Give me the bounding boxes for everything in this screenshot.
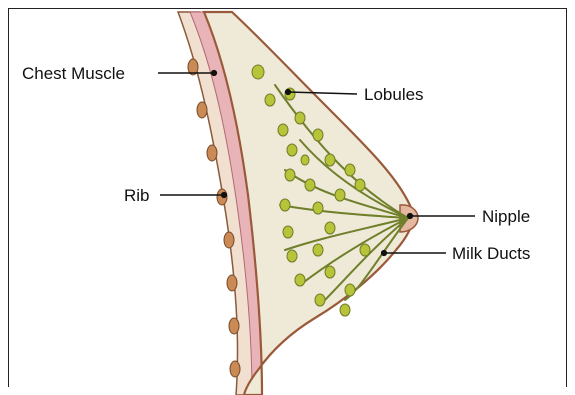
rib (230, 361, 240, 377)
label-milk-ducts: Milk Ducts (452, 245, 530, 262)
rib (207, 145, 217, 161)
rib (227, 275, 237, 291)
label-chest-muscle: Chest Muscle (22, 65, 125, 82)
label-nipple: Nipple (482, 208, 530, 225)
label-rib: Rib (124, 187, 150, 204)
rib (224, 232, 234, 248)
label-lobules: Lobules (364, 86, 424, 103)
rib (229, 318, 239, 334)
rib (197, 102, 207, 118)
